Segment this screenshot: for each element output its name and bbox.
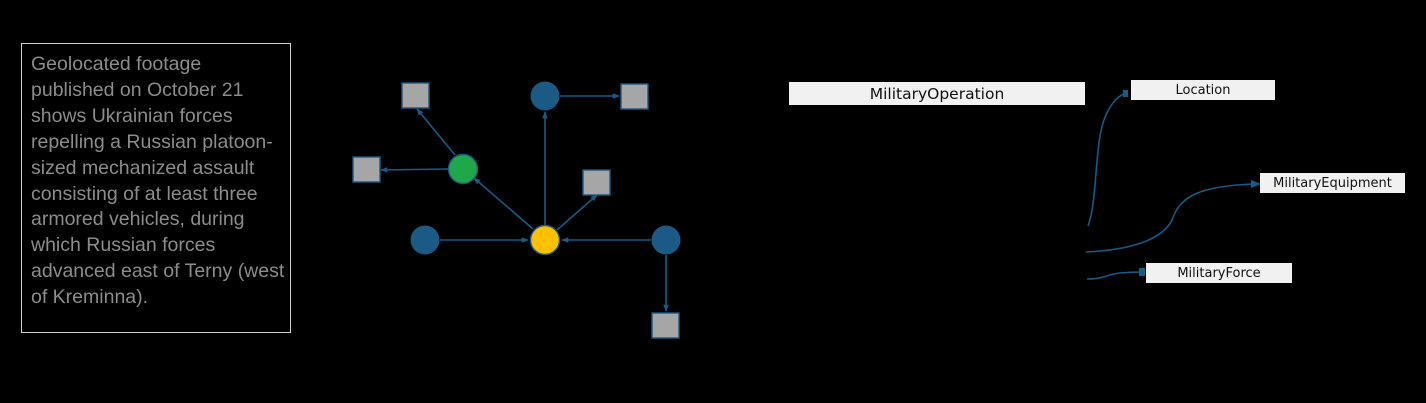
blue-node-top bbox=[530, 81, 560, 111]
yellow-node-center bbox=[529, 224, 561, 256]
military-force-label: MilitaryForce bbox=[1146, 263, 1292, 283]
source-text-box: Geolocated footage published on October … bbox=[21, 43, 291, 333]
military-operation-label: MilitaryOperation bbox=[789, 82, 1085, 105]
edge-yellow-to-green bbox=[473, 177, 534, 230]
connector-to-equipment bbox=[1085, 183, 1255, 253]
edge-yellow-to-square-right bbox=[556, 194, 598, 231]
square-node-top-right bbox=[620, 83, 649, 110]
edge-green-to-left-square bbox=[380, 167, 449, 173]
location-label: Location bbox=[1131, 80, 1275, 100]
military-equipment-label: MilitaryEquipment bbox=[1260, 173, 1405, 193]
connector-to-location bbox=[1087, 92, 1127, 227]
edge-green-to-upper-square bbox=[416, 108, 456, 156]
square-node-left bbox=[352, 156, 381, 183]
connector-end-equipment bbox=[1251, 180, 1261, 188]
blue-node-left bbox=[410, 225, 440, 255]
green-node bbox=[447, 153, 479, 185]
knowledge-graph bbox=[352, 81, 681, 339]
connector-end-force bbox=[1139, 268, 1145, 276]
blue-node-right bbox=[651, 225, 681, 255]
connector-end-location bbox=[1123, 90, 1128, 97]
square-node-bottom-right bbox=[651, 312, 680, 339]
connector-to-force bbox=[1086, 271, 1143, 280]
square-node-upper-left bbox=[401, 82, 430, 109]
source-text: Geolocated footage published on October … bbox=[31, 53, 285, 309]
square-node-mid-right bbox=[582, 169, 611, 196]
